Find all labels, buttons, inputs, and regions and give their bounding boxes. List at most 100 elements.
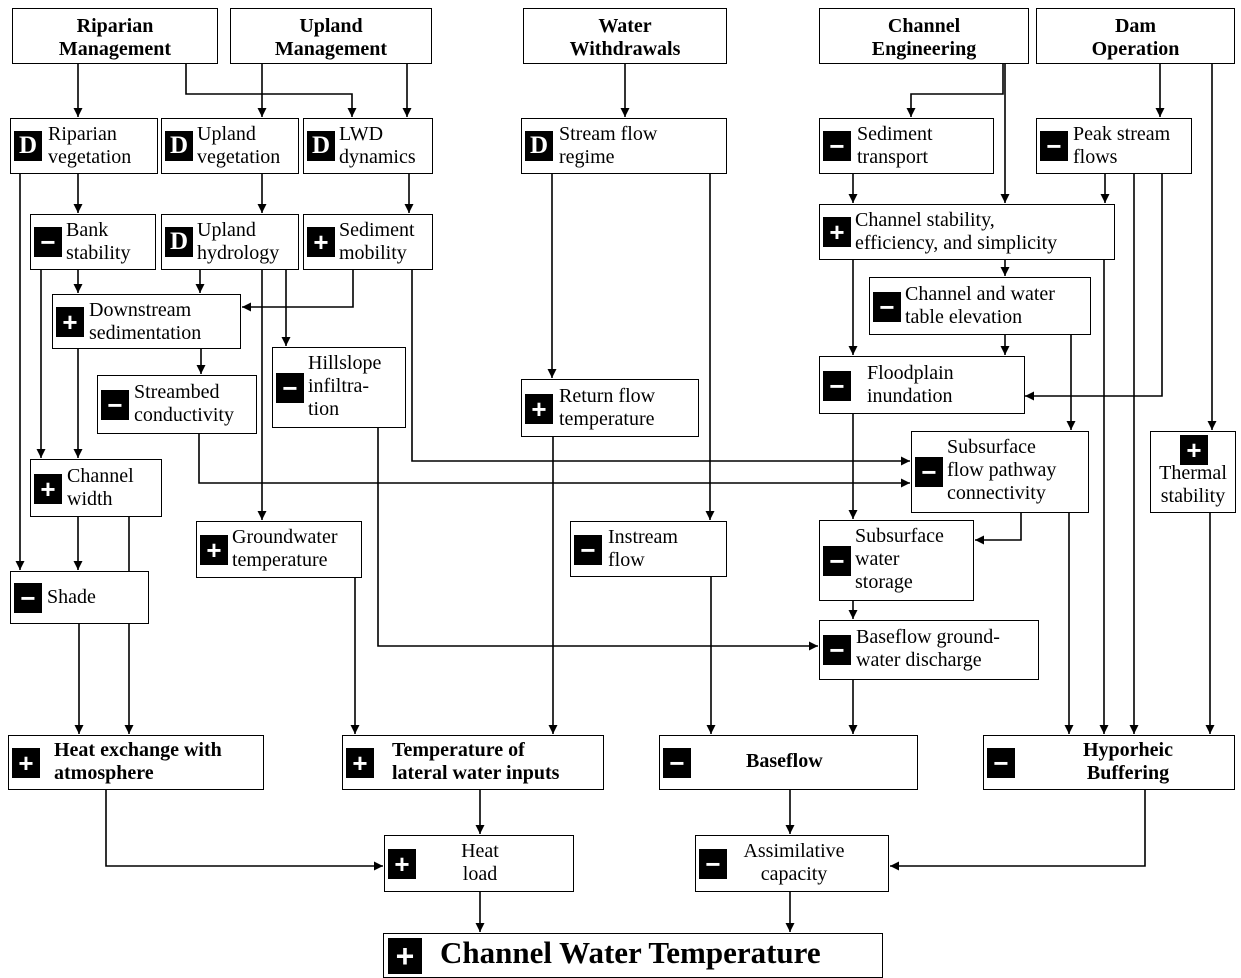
- subsurface-water-storage-label: Subsurface water storage: [855, 525, 944, 593]
- baseflow-groundwater-node: − Baseflow ground- water discharge: [819, 620, 1039, 680]
- bank-stability-label: Bank stability: [66, 219, 131, 264]
- sediment-mobility-node: + Sediment mobility: [303, 214, 433, 270]
- negative-badge: −: [823, 131, 851, 161]
- upland-vegetation-label: Upland vegetation: [197, 123, 281, 168]
- negative-badge: −: [14, 583, 42, 613]
- connector: [185, 63, 357, 117]
- return-flow-temperature-label: Return flow temperature: [559, 385, 656, 430]
- streambed-conductivity-label: Streambed conductivity: [134, 381, 234, 426]
- connector: [377, 427, 818, 651]
- channel-engineering-label: Channel Engineering: [871, 15, 977, 60]
- lwd-dynamics-label: LWD dynamics: [339, 123, 416, 168]
- negative-badge: −: [873, 292, 901, 322]
- dynamic-badge: D: [14, 131, 42, 161]
- subsurface-water-storage-node: − Subsurface water storage: [819, 520, 974, 601]
- negative-badge: −: [276, 373, 304, 403]
- dam-operation-label: Dam Operation: [1091, 15, 1180, 60]
- connector: [1025, 174, 1163, 401]
- positive-badge: +: [388, 849, 416, 879]
- shade-node: − Shade: [10, 571, 149, 624]
- upland-management-label: Upland Management: [274, 15, 388, 60]
- hillslope-infiltration-label: Hillslope infiltra- tion: [308, 352, 382, 420]
- stream-flow-regime-label: Stream flow regime: [559, 123, 658, 168]
- riparian-vegetation-label: Riparian vegetation: [48, 123, 132, 168]
- upland-hydrology-node: D Upland hydrology: [161, 214, 299, 270]
- negative-badge: −: [663, 748, 691, 778]
- baseflow-label: Baseflow: [746, 750, 823, 772]
- negative-badge: −: [823, 546, 851, 576]
- positive-badge: +: [823, 217, 851, 247]
- negative-badge: −: [101, 390, 129, 420]
- hyporheic-buffering-node: − Hyporheic Buffering: [983, 735, 1235, 790]
- negative-badge: −: [987, 748, 1015, 778]
- sediment-mobility-label: Sediment mobility: [339, 219, 415, 264]
- channel-water-table-label: Channel and water table elevation: [905, 283, 1055, 328]
- connector: [105, 789, 383, 871]
- shade-label: Shade: [47, 586, 96, 608]
- connector: [198, 433, 910, 488]
- channel-water-temperature-label: Channel Water Temperature: [440, 935, 821, 970]
- connector: [411, 269, 910, 466]
- hillslope-infiltration-node: − Hillslope infiltra- tion: [272, 347, 406, 428]
- water-withdrawals-label: Water Withdrawals: [569, 15, 681, 60]
- return-flow-temperature-node: + Return flow temperature: [521, 379, 699, 437]
- upland-management-box: Upland Management: [230, 8, 432, 64]
- hyporheic-buffering-label: Hyporheic Buffering: [1083, 739, 1173, 784]
- positive-badge: +: [525, 394, 553, 424]
- negative-badge: −: [823, 635, 851, 665]
- positive-badge: +: [1180, 435, 1208, 465]
- thermal-stability-label: Thermal stability: [1159, 462, 1227, 507]
- positive-badge: +: [346, 748, 374, 778]
- negative-badge: −: [915, 457, 943, 487]
- upland-vegetation-node: D Upland vegetation: [161, 118, 299, 174]
- lateral-inputs-temp-node: + Temperature of lateral water inputs: [342, 735, 604, 790]
- streambed-conductivity-node: − Streambed conductivity: [97, 375, 257, 434]
- channel-stability-label: Channel stability, efficiency, and simpl…: [855, 209, 1058, 254]
- instream-flow-label: Instream flow: [608, 526, 678, 571]
- negative-badge: −: [34, 227, 62, 257]
- downstream-sedimentation-label: Downstream sedimentation: [89, 299, 202, 344]
- positive-badge: +: [56, 307, 84, 337]
- lwd-dynamics-node: D LWD dynamics: [303, 118, 433, 174]
- negative-badge: −: [1040, 131, 1068, 161]
- riparian-vegetation-node: D Riparian vegetation: [10, 118, 158, 174]
- lateral-inputs-temp-label: Temperature of lateral water inputs: [392, 739, 560, 784]
- dam-operation-box: Dam Operation: [1036, 8, 1235, 64]
- heat-exchange-label: Heat exchange with atmosphere: [54, 739, 222, 784]
- sediment-transport-label: Sediment transport: [857, 123, 933, 168]
- upland-hydrology-label: Upland hydrology: [197, 219, 280, 264]
- connector: [890, 789, 1146, 871]
- positive-badge: +: [200, 535, 228, 565]
- heat-load-label: Heat load: [461, 840, 499, 885]
- subsurface-connectivity-label: Subsurface flow pathway connectivity: [947, 436, 1057, 504]
- assimilative-capacity-label: Assimilative capacity: [743, 840, 845, 885]
- floodplain-inundation-node: − Floodplain inundation: [819, 356, 1025, 414]
- dynamic-badge: D: [165, 131, 193, 161]
- channel-engineering-box: Channel Engineering: [819, 8, 1029, 64]
- negative-badge: −: [699, 849, 727, 879]
- water-withdrawals-box: Water Withdrawals: [523, 8, 727, 64]
- channel-width-label: Channel width: [67, 465, 134, 510]
- channel-stability-node: + Channel stability, efficiency, and sim…: [819, 204, 1115, 260]
- assimilative-capacity-node: − Assimilative capacity: [695, 835, 889, 892]
- positive-badge: +: [34, 474, 62, 504]
- dynamic-badge: D: [165, 227, 193, 257]
- connector: [975, 512, 1022, 545]
- floodplain-inundation-label: Floodplain inundation: [867, 362, 954, 407]
- baseflow-groundwater-label: Baseflow ground- water discharge: [856, 626, 1000, 671]
- bank-stability-node: − Bank stability: [30, 214, 156, 270]
- peak-stream-flows-node: − Peak stream flows: [1036, 118, 1192, 174]
- instream-flow-node: − Instream flow: [570, 521, 727, 577]
- heat-load-node: + Heat load: [384, 835, 574, 892]
- negative-badge: −: [574, 535, 602, 565]
- downstream-sedimentation-node: + Downstream sedimentation: [52, 294, 241, 349]
- dynamic-badge: D: [307, 131, 335, 161]
- positive-badge: +: [388, 938, 422, 974]
- thermal-stability-node: + Thermal stability: [1150, 431, 1236, 513]
- positive-badge: +: [12, 748, 40, 778]
- baseflow-node: − Baseflow: [659, 735, 918, 790]
- channel-water-table-node: − Channel and water table elevation: [869, 277, 1091, 335]
- heat-exchange-node: + Heat exchange with atmosphere: [8, 735, 264, 790]
